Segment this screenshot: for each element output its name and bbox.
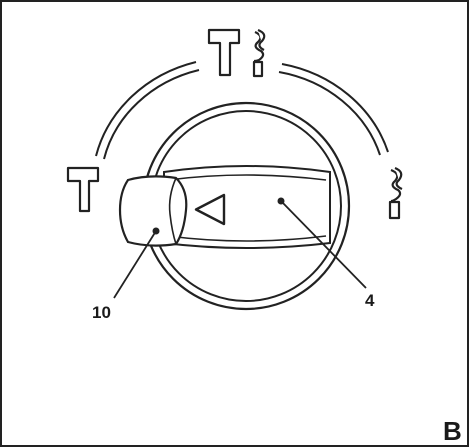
knob-grip-top-highlight bbox=[167, 174, 327, 181]
knob-grip-bar bbox=[163, 165, 331, 249]
mode-knob[interactable] bbox=[141, 101, 351, 311]
mode-scale-arc bbox=[95, 61, 389, 160]
direction-arrow-icon bbox=[194, 193, 226, 226]
callout-label-10: 10 bbox=[92, 303, 111, 322]
figure-letter: B bbox=[443, 416, 462, 446]
hammer-drill-icon bbox=[207, 28, 266, 78]
knob-grip-bottom-highlight bbox=[167, 235, 327, 242]
leader-line-4 bbox=[277, 197, 367, 289]
drill-icon bbox=[388, 166, 403, 220]
selector-lever[interactable] bbox=[118, 175, 188, 247]
hammer-icon bbox=[66, 166, 100, 213]
callout-label-4: 4 bbox=[365, 291, 375, 310]
leader-line-10 bbox=[113, 227, 160, 299]
